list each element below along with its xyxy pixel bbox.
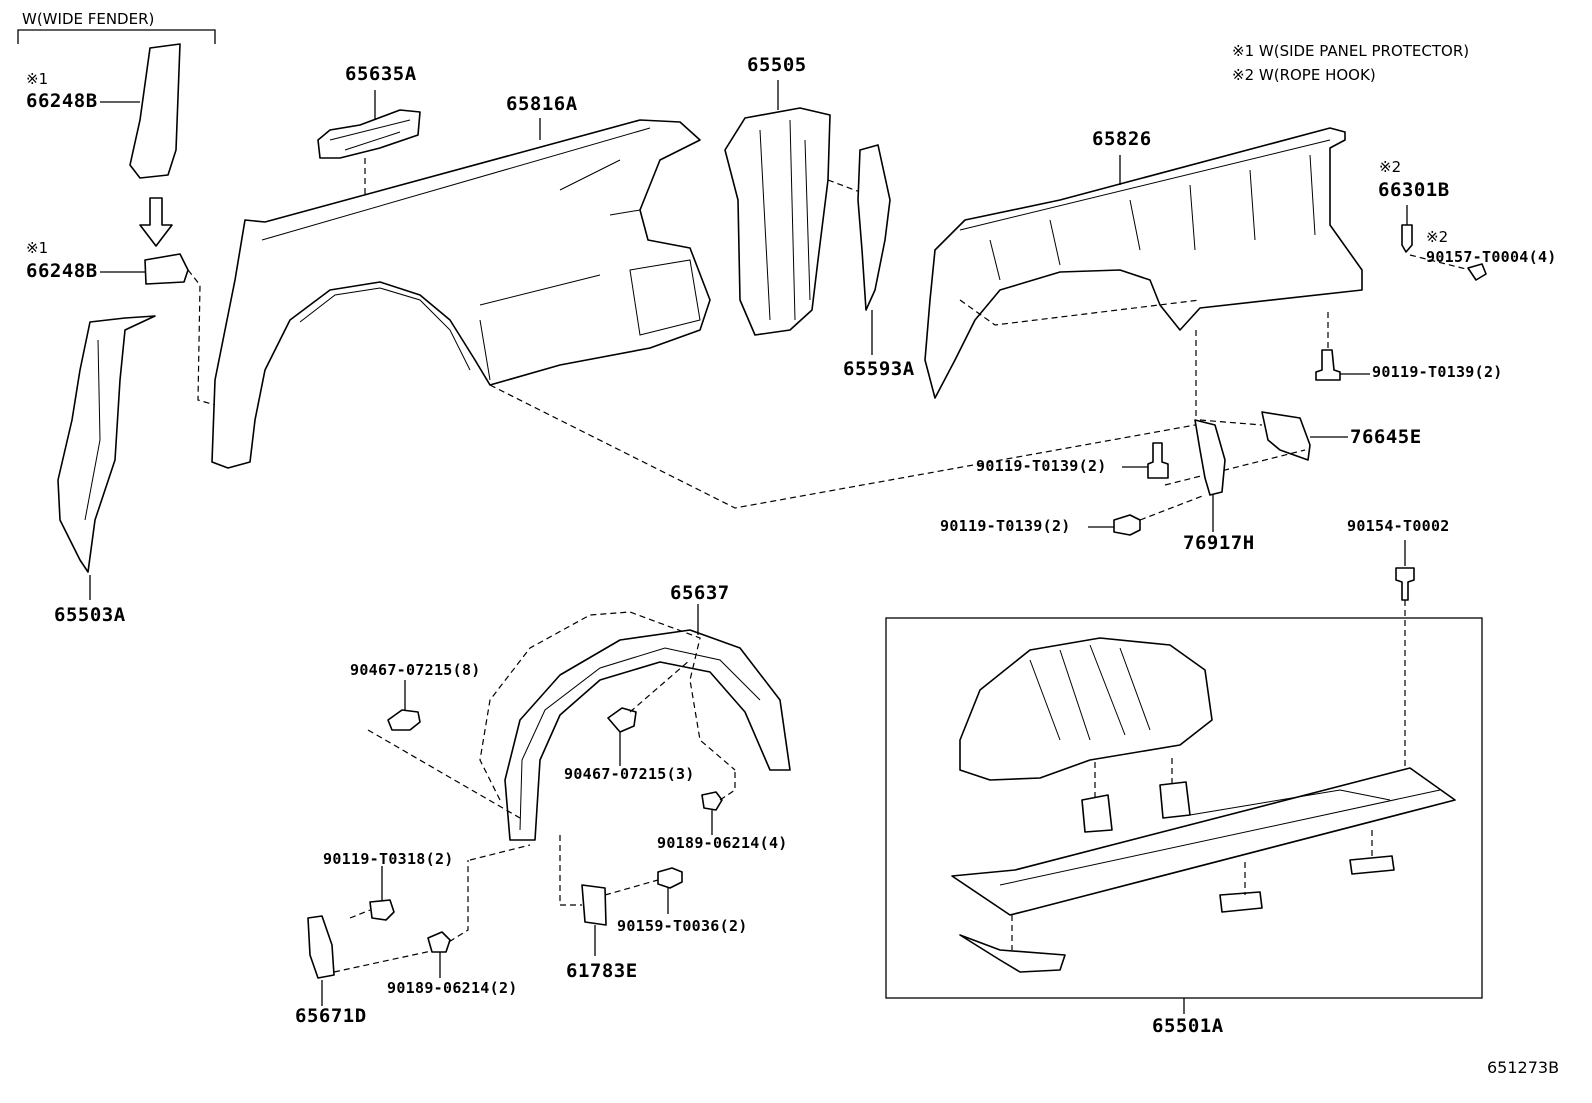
part-65501A-tub[interactable] (959, 637, 1213, 781)
tub-bracket-right (1159, 781, 1191, 819)
bolt-90119-a[interactable] (1315, 349, 1341, 381)
mark-1-mid: ※1 (26, 239, 49, 257)
part-66248B-small[interactable] (144, 253, 189, 285)
label-65671D[interactable]: 65671D (295, 1005, 367, 1027)
bolt-90159[interactable] (657, 867, 683, 889)
part-65826[interactable] (924, 127, 1363, 399)
diagram-code: 651273B (1487, 1058, 1560, 1077)
floor-plate-mid (1219, 891, 1263, 913)
label-65816A[interactable]: 65816A (506, 93, 578, 115)
part-65593A[interactable] (857, 144, 891, 311)
label-61783E[interactable]: 61783E (566, 960, 638, 982)
label-76645E[interactable]: 76645E (1350, 426, 1422, 448)
variant-label: W(WIDE FENDER) (22, 10, 155, 28)
clip-90189-a[interactable] (701, 791, 723, 811)
label-65593A[interactable]: 65593A (843, 358, 915, 380)
part-65671D[interactable] (307, 915, 335, 979)
wide-fender-bracket (17, 29, 216, 44)
label-90119-c[interactable]: 90119-T0139(2) (940, 517, 1071, 535)
label-76917H[interactable]: 76917H (1183, 532, 1255, 554)
label-65501A[interactable]: 65501A (1152, 1015, 1224, 1037)
note-1: ※1 W(SIDE PANEL PROTECTOR) (1232, 42, 1470, 60)
label-90154[interactable]: 90154-T0002 (1347, 517, 1450, 535)
bolt-90119-c[interactable] (1113, 514, 1141, 536)
part-65637[interactable] (504, 629, 791, 841)
mark-2-bolt: ※2 (1426, 228, 1449, 246)
arrow-down-icon (139, 197, 173, 247)
label-90119-a[interactable]: 90119-T0139(2) (1372, 363, 1503, 381)
bolt-90157[interactable] (1467, 263, 1487, 281)
label-90159[interactable]: 90159-T0036(2) (617, 917, 748, 935)
part-66301B[interactable] (1401, 224, 1413, 253)
label-90467-b[interactable]: 90467-07215(3) (564, 765, 695, 783)
label-65635A[interactable]: 65635A (345, 63, 417, 85)
bolt-90154[interactable] (1395, 567, 1415, 601)
mark-2-hook: ※2 (1379, 158, 1402, 176)
label-66248B-mid[interactable]: 66248B (26, 260, 98, 282)
label-65503A[interactable]: 65503A (54, 604, 126, 626)
bolt-90119-d[interactable] (369, 899, 395, 921)
part-65505[interactable] (724, 107, 831, 336)
label-90157[interactable]: 90157-T0004(4) (1426, 248, 1557, 266)
clip-90467-b[interactable] (607, 707, 637, 733)
bolt-90119-b[interactable] (1147, 442, 1169, 479)
mark-1-top: ※1 (26, 70, 49, 88)
part-65503A[interactable] (57, 315, 156, 573)
label-90119-b[interactable]: 90119-T0139(2) (976, 457, 1107, 475)
label-66301B[interactable]: 66301B (1378, 179, 1450, 201)
label-65826[interactable]: 65826 (1092, 128, 1152, 150)
label-65637[interactable]: 65637 (670, 582, 730, 604)
part-76645E[interactable] (1261, 411, 1311, 461)
clip-90189-b[interactable] (427, 931, 451, 953)
label-90467-a[interactable]: 90467-07215(8) (350, 661, 481, 679)
label-65505[interactable]: 65505 (747, 54, 807, 76)
floor-plate-right (1349, 855, 1395, 875)
part-66248B-top[interactable] (129, 43, 181, 179)
label-66248B-top[interactable]: 66248B (26, 90, 98, 112)
label-90119-d[interactable]: 90119-T0318(2) (323, 850, 454, 868)
part-65816A[interactable] (211, 119, 711, 469)
clip-90467-a[interactable] (387, 709, 421, 731)
part-65635A[interactable] (317, 109, 421, 159)
tub-bracket-left (1081, 794, 1113, 833)
label-90189-a[interactable]: 90189-06214(4) (657, 834, 788, 852)
note-2: ※2 W(ROPE HOOK) (1232, 66, 1376, 84)
label-90189-b[interactable]: 90189-06214(2) (387, 979, 518, 997)
floor-plate-left (959, 934, 1066, 973)
part-76917H[interactable] (1194, 419, 1226, 496)
part-61783E[interactable] (581, 884, 607, 926)
